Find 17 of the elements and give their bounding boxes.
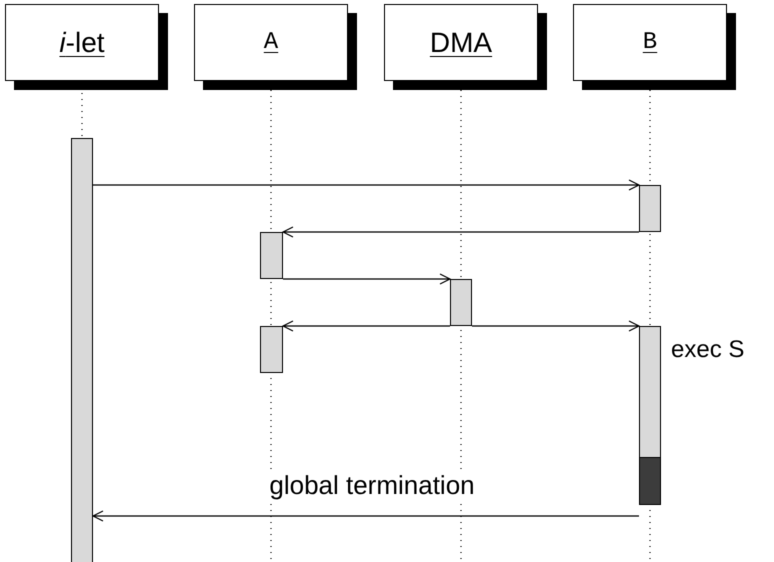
activation-bar [639,326,661,505]
participant-name: A [264,29,278,56]
message-arrow [92,510,639,522]
participant-name: DMA [430,26,492,58]
activation-bar [450,279,472,326]
activation-bar [260,232,283,279]
message-arrow [472,320,640,332]
bar-caption: exec S [671,336,744,364]
message-arrow [283,273,451,285]
participant-name: i-let [59,26,105,58]
message-arrow [282,320,450,332]
participant-name: B [642,29,658,56]
message-arrow [282,226,639,238]
activation-bar [639,185,661,232]
message-arrow [93,179,640,191]
activation-bar [260,326,283,373]
activation-bar [71,138,93,562]
